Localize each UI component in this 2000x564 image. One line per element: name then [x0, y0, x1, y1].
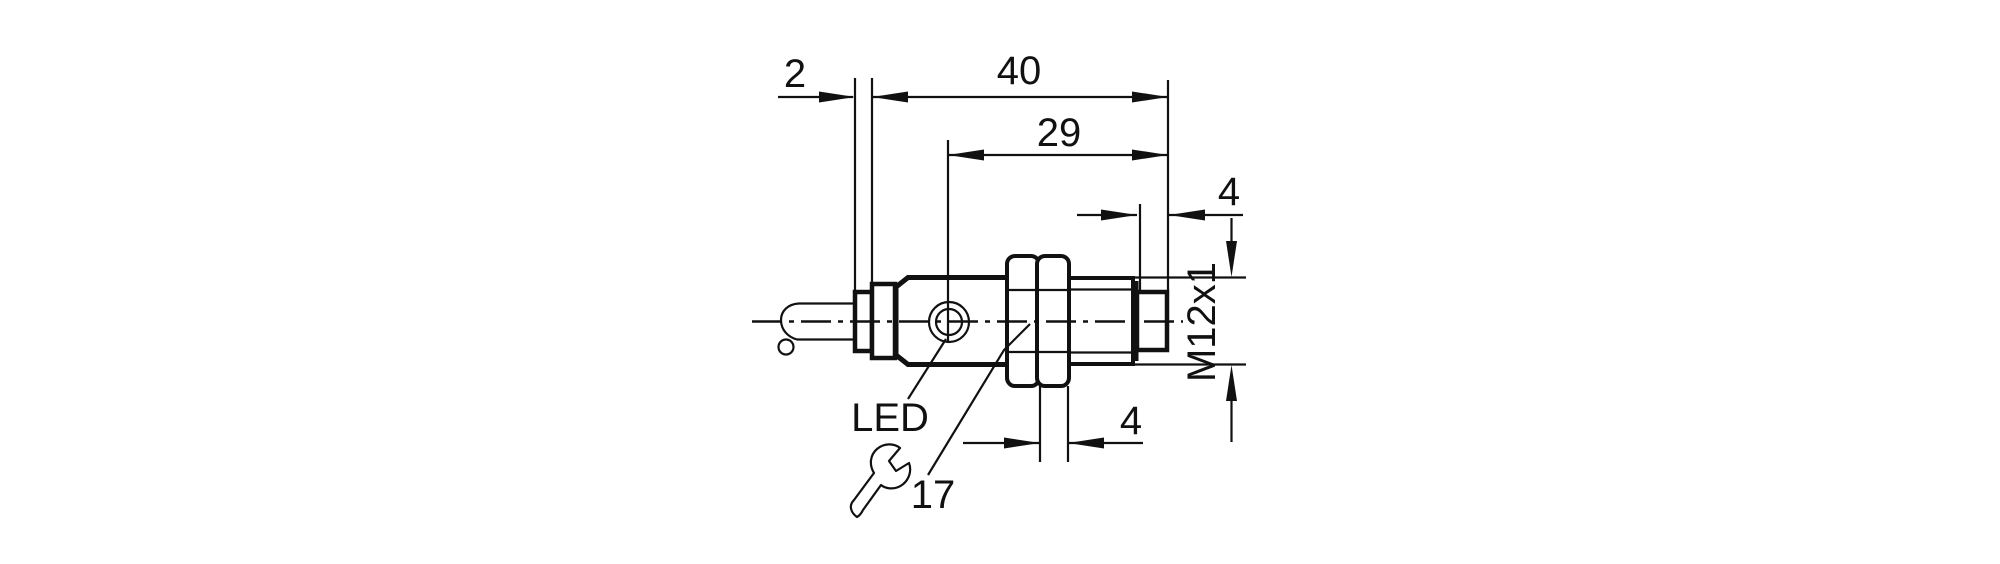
led-leader-line — [907, 338, 947, 400]
cable-torn-end-curl — [777, 338, 795, 356]
dim-29-arrow-left — [948, 149, 984, 161]
led-callout: LED — [851, 338, 947, 440]
dim-gland-lip: 2 — [778, 52, 855, 103]
wrench-icon — [849, 443, 912, 519]
dim-nut-thickness: 4 — [963, 399, 1143, 449]
dim-4top-arrow-left — [1101, 209, 1137, 221]
dim-4top-value: 4 — [1218, 170, 1240, 214]
dim-4bot-arrow-right — [1068, 437, 1104, 449]
wrench-size-callout: 17 — [849, 323, 1031, 519]
dim-m12-arrow-bottom — [1226, 365, 1237, 401]
dim-face-cap: 4 — [1077, 170, 1243, 221]
extension-lines — [853, 78, 1246, 462]
led-label: LED — [851, 396, 929, 440]
dim-29-arrow-right — [1132, 149, 1168, 161]
dim-2-value: 2 — [784, 52, 806, 96]
dim-40-value: 40 — [997, 49, 1042, 93]
dim-40-arrow-right — [1132, 91, 1168, 103]
dim-m12-arrow-top — [1226, 241, 1237, 277]
wrench-leader-line — [927, 323, 1031, 476]
dim-4bot-value: 4 — [1120, 399, 1142, 443]
dim-4bot-arrow-left — [1004, 437, 1040, 449]
dim-overall-length: 40 — [872, 49, 1168, 103]
dim-40-arrow-left — [872, 91, 908, 103]
dim-thread: M12x1 — [1180, 218, 1237, 442]
wrench-size-value: 17 — [911, 473, 956, 517]
sensor-body-group — [752, 254, 1183, 388]
dim-m12-value: M12x1 — [1180, 262, 1224, 382]
cable — [779, 302, 858, 341]
dim-2-arrowhead — [819, 91, 855, 103]
dim-led-to-face: 29 — [948, 111, 1168, 161]
dim-29-value: 29 — [1037, 111, 1082, 155]
dim-4top-arrow-right — [1169, 209, 1205, 221]
